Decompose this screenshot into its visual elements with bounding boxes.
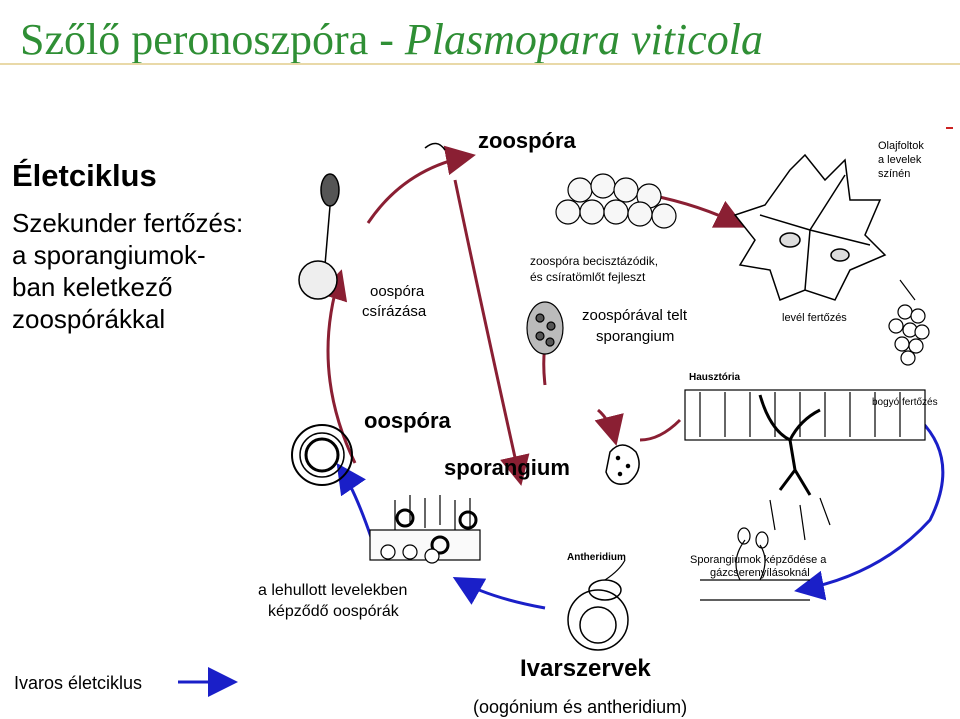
life-cycle-heading: Életciklus	[12, 158, 157, 193]
legend-label: Ivaros életciklus	[14, 673, 143, 693]
side-line-1: Szekunder fertőzés:	[12, 208, 244, 238]
label-becisztazodik-1: zoospóra becisztázódik,	[530, 254, 659, 268]
oospore-icon	[291, 424, 353, 486]
label-zoosporaval-2: sporangium	[596, 328, 675, 345]
arrow-to-hausztoria	[639, 418, 682, 442]
label-lehullott-2: képződő oospórák	[268, 603, 399, 620]
side-line-4: zoospórákkal	[12, 304, 166, 334]
organs-subtitle: (oogónium és antheridium)	[473, 697, 688, 717]
title-divider	[0, 63, 960, 65]
arrow-blue-right	[794, 418, 945, 601]
oogonium-antheridium-icon	[567, 559, 629, 651]
title-latin: Plasmopara viticola	[404, 15, 763, 64]
label-sporangiumok-2: gázcserenyílásoknál	[710, 567, 810, 579]
label-oospora-csirazasa-2: csírázása	[362, 303, 427, 320]
sporangium-icon	[605, 444, 640, 485]
label-hausztoria: Hausztória	[689, 372, 741, 383]
grape-leaf-icon	[733, 153, 887, 301]
stomata-sporangia-icon	[700, 527, 810, 601]
arrow-blue-up	[336, 463, 374, 541]
label-olajfoltok-1: Olajfoltok	[878, 140, 924, 152]
side-line-3: ban keletkező	[12, 272, 173, 302]
label-becisztazodik-2: és csíratömlőt fejleszt	[530, 270, 646, 284]
label-lehullott-1: a lehullott levelekben	[258, 582, 408, 599]
label-olajfoltok-2: a levelek	[878, 154, 922, 166]
side-line-2: a sporangiumok-	[12, 240, 206, 270]
arrow-oospora-to-zoospora	[366, 145, 476, 224]
arrow-blue-left	[452, 577, 546, 610]
arrow-zoospora-down	[453, 179, 530, 486]
label-antheridium: Antheridium	[567, 552, 626, 563]
arrow-oospora-up	[318, 269, 357, 464]
label-oospora: oospóra	[364, 408, 451, 433]
label-level-fertozes: levél fertőzés	[782, 312, 847, 324]
label-sporangium: sporangium	[444, 455, 570, 480]
label-bogyo-fertozes: bogyó fertőzés	[872, 397, 938, 408]
germinating-oospore-icon	[298, 142, 446, 300]
title-main: Szőlő peronoszpóra -	[20, 15, 405, 64]
zoospore-sporangium-icon	[526, 301, 564, 355]
label-zoospora: zoospóra	[478, 128, 576, 153]
grape-bunch-icon	[888, 279, 930, 366]
label-zoosporaval-1: zoospórával telt	[582, 307, 688, 324]
organs-title: Ivarszervek	[520, 655, 651, 682]
label-sporangiumok-1: Sporangiumok képződése a	[690, 554, 827, 566]
page-title: Szőlő peronoszpóra - Plasmopara viticola	[20, 14, 763, 65]
label-oospora-csirazasa-1: oospóra	[370, 283, 425, 300]
zoospore-cyst-cells	[555, 173, 677, 229]
arrow-to-sporangium	[594, 408, 624, 446]
haustoria-section-icon	[684, 389, 926, 541]
label-olajfoltok-3: színén	[878, 168, 911, 180]
fallen-leaf-oospores-icon	[369, 495, 481, 564]
